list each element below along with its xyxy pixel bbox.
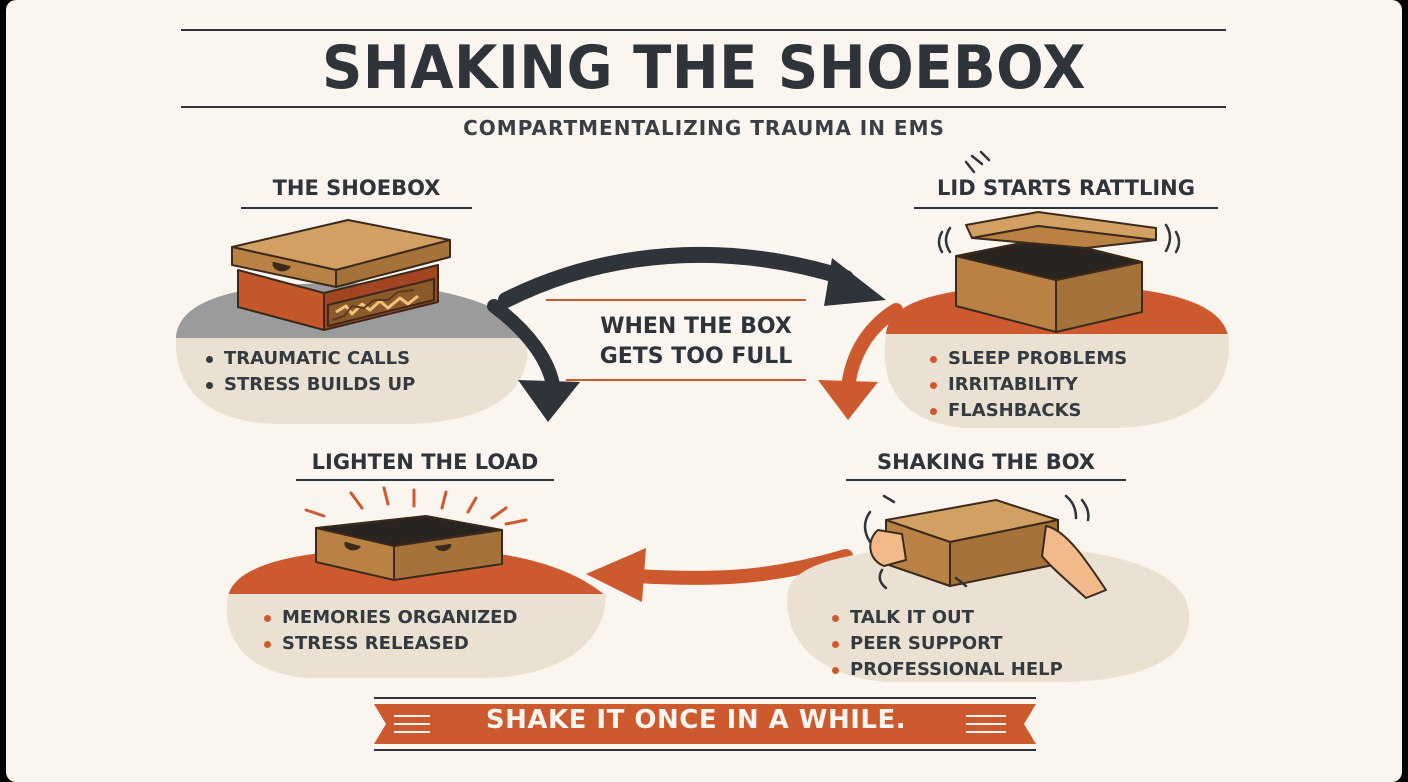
rattling-bullets: SLEEP PROBLEMS IRRITABILITY FLASHBACKS — [928, 346, 1127, 424]
arrow-shaking-to-lighten — [586, 548, 853, 602]
arrow-rattling-to-shaking — [841, 303, 903, 395]
stage-lighten-group — [226, 479, 606, 678]
list-item: SLEEP PROBLEMS — [928, 346, 1127, 372]
lighten-bullets: MEMORIES ORGANIZED STRESS RELEASED — [262, 605, 517, 657]
shake-lines — [863, 494, 1090, 590]
shaking-bullets: TALK IT OUT PEER SUPPORT PROFESSIONAL HE… — [830, 605, 1063, 683]
heading-the-shoebox: THE SHOEBOX — [272, 176, 441, 200]
banner-text: SHAKE IT ONCE IN A WHILE. — [485, 705, 907, 735]
stage-rattling-group — [818, 150, 1230, 428]
burst-lines — [304, 486, 528, 526]
center-label-line-2: GETS TOO FULL — [599, 344, 793, 369]
full-shoebox-icon — [231, 219, 451, 331]
list-item: FLASHBACKS — [928, 398, 1127, 424]
stage-shaking-group — [787, 479, 1190, 682]
heading-lid-starts-rattling: LID STARTS RATTLING — [937, 176, 1195, 200]
hands-shaking-box-icon — [869, 499, 1107, 599]
shoebox-bullets: TRAUMATIC CALLS STRESS BUILDS UP — [204, 346, 415, 398]
list-item: TALK IT OUT — [830, 605, 1063, 631]
list-item: PEER SUPPORT — [830, 631, 1063, 657]
list-item: PROFESSIONAL HELP — [830, 657, 1063, 683]
heading-lighten-the-load: LIGHTEN THE LOAD — [311, 450, 539, 474]
cream-blob-rattling — [884, 334, 1230, 428]
arrow-shoebox-to-rattling — [498, 246, 886, 308]
page-title: SHAKING THE SHOEBOX — [322, 34, 1086, 103]
cream-blob-shoebox — [175, 338, 528, 424]
page-subtitle: COMPARTMENTALIZING TRAUMA IN EMS — [463, 116, 945, 140]
list-item: IRRITABILITY — [928, 372, 1127, 398]
diagram-artwork — [175, 29, 1230, 751]
stage-shoebox-group — [175, 207, 580, 424]
empty-box-icon — [315, 515, 503, 581]
open-lid-box-icon — [955, 211, 1157, 333]
bottom-banner — [374, 697, 1036, 751]
center-label-line-1: WHEN THE BOX — [600, 314, 792, 339]
list-item: MEMORIES ORGANIZED — [262, 605, 517, 631]
infographic-canvas: SHAKING THE SHOEBOX COMPARTMENTALIZING T… — [6, 0, 1402, 782]
cream-blob-lighten — [226, 594, 606, 678]
heading-shaking-the-box: SHAKING THE BOX — [876, 450, 1096, 474]
list-item: TRAUMATIC CALLS — [204, 346, 415, 372]
center-label: WHEN THE BOX GETS TOO FULL — [526, 312, 866, 372]
list-item: STRESS BUILDS UP — [204, 372, 415, 398]
rattle-lines — [937, 150, 1181, 254]
list-item: STRESS RELEASED — [262, 631, 517, 657]
